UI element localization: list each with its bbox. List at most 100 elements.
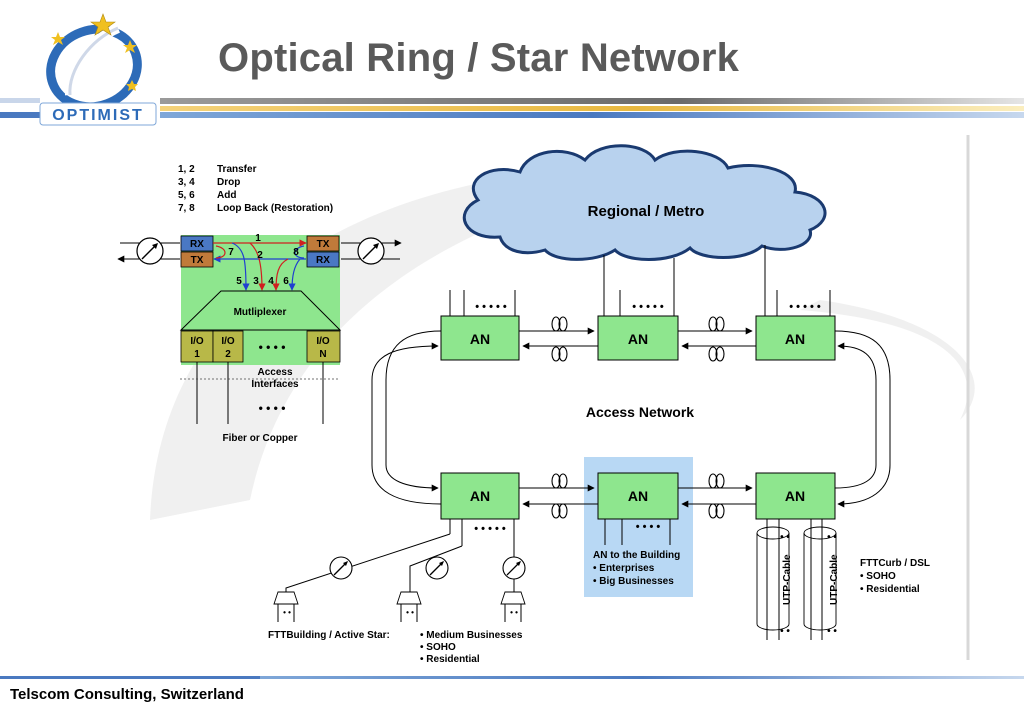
drop-path [249,242,266,291]
path-number: 7 [228,247,234,258]
legend-label: Loop Back (Restoration) [217,203,333,214]
an-label: AN [628,488,648,504]
star-branch [409,545,463,595]
legend: 1, 2 Transfer 3, 4 Drop 5, 6 Add 7, 8 Lo… [178,164,333,214]
lower-dots: • • • • [259,401,286,415]
an-building-item: • Enterprises [593,563,655,574]
utp-cable: UTP-Cable • • • • [803,519,840,640]
multiplexer-block [179,290,342,331]
an-node [755,315,836,361]
path-number: 2 [257,250,263,261]
ring-side-link [834,342,877,489]
legend-label: Drop [217,177,240,188]
an-node [597,315,679,361]
add-path [231,242,250,291]
header-bands [0,98,1024,118]
stub-dots: • • • • • [789,301,821,313]
io-label: I/O [221,336,235,347]
legend-nums: 3, 4 [178,177,195,188]
utp-dots: • • [780,532,790,543]
fttcurb-title: FTTCurb / DSL [860,558,930,569]
fiber-coil-icon [708,346,725,362]
amplifier-icon [357,237,385,265]
utp-cable: UTP-Cable • • • • [756,519,793,640]
an-building-title: AN to the Building [593,550,680,561]
fttbuilding-item: • Medium Businesses [420,630,523,641]
stub-dots: • • • • • [632,301,664,313]
stub-dots: • • • • [636,521,661,533]
star-mux-icon: • • [396,591,422,622]
tx-label: TX [191,255,204,266]
an-label: AN [785,331,805,347]
an-building-item: • Big Businesses [593,576,674,587]
fiber-or-copper-label: Fiber or Copper [222,433,297,444]
star-branch [285,533,451,595]
an-label: AN [628,331,648,347]
captions: AN to the Building • Enterprises • Big B… [268,550,930,665]
star-mux-icon: • • [500,591,526,622]
multiplexer-label: Mutliplexer [234,307,287,318]
star-dots: • • [406,608,414,617]
drop-path [272,258,289,291]
path-number: 4 [268,276,274,287]
io-label: 1 [194,349,200,360]
fttbuilding-title: FTTBuilding / Active Star: [268,630,390,641]
node-detail: RX TX TX RX 1 2 3 4 5 6 7 8 Mutliplexer [117,233,402,444]
stub-dots: • • • • • [474,523,506,535]
io-box [212,330,244,363]
amplifier-icon [425,556,449,580]
fiber-coil-icon [551,473,568,489]
an-node [440,315,520,361]
access-interfaces-label: Interfaces [251,379,299,390]
ring-side-link [385,330,442,492]
legend-label: Transfer [217,164,257,175]
an-label: AN [470,488,490,504]
fiber-coil-icon [551,346,568,362]
access-network: AN AN AN AN AN AN • • • • • • • • • • • … [273,290,891,640]
an-label: AN [470,331,490,347]
legend-label: Add [217,190,236,201]
rx-label: RX [190,239,204,250]
an-label: AN [785,488,805,504]
fiber-coil-icon [551,316,568,332]
an-node [440,472,520,520]
fiber-coil-icon [708,316,725,332]
fiber-coil-icon [708,473,725,489]
footer-band [0,676,1024,679]
legend-nums: 1, 2 [178,164,195,175]
tx-box [306,235,340,252]
fttcurb-item: • Residential [860,584,920,595]
loopback-path [294,245,305,259]
regional-metro-cloud: Regional / Metro [462,144,827,261]
fttcurb-item: • SOHO [860,571,896,582]
utp-dots: • • [780,626,790,637]
utp-label: UTP-Cable [829,554,840,605]
io-label: I/O [190,336,204,347]
logo-text: OPTIMIST [52,107,144,124]
io-label: N [319,349,326,360]
an-node [597,472,679,520]
utp-dots: • • [827,626,837,637]
amplifier-icon [502,556,526,580]
io-label: I/O [316,336,330,347]
rx-label: RX [316,255,330,266]
path-number: 6 [283,276,289,287]
access-interfaces-label: Access [257,367,292,378]
path-number: 3 [253,276,259,287]
io-box [306,330,341,363]
stub-dots: • • • • • [475,301,507,313]
tx-label: TX [317,239,330,250]
legend-nums: 7, 8 [178,203,195,214]
add-path [288,258,301,291]
io-box [180,330,214,363]
utp-dots: • • [827,532,837,543]
fiber-coil-icon [551,503,568,519]
io-label: 2 [225,349,231,360]
an-node [755,472,836,520]
fttbuilding-item: • SOHO [420,642,456,653]
utp-label: UTP-Cable [782,554,793,605]
star-dots: • • [510,608,518,617]
fttbuilding-item: • Residential [420,654,480,665]
fiber-coil-icon [708,503,725,519]
